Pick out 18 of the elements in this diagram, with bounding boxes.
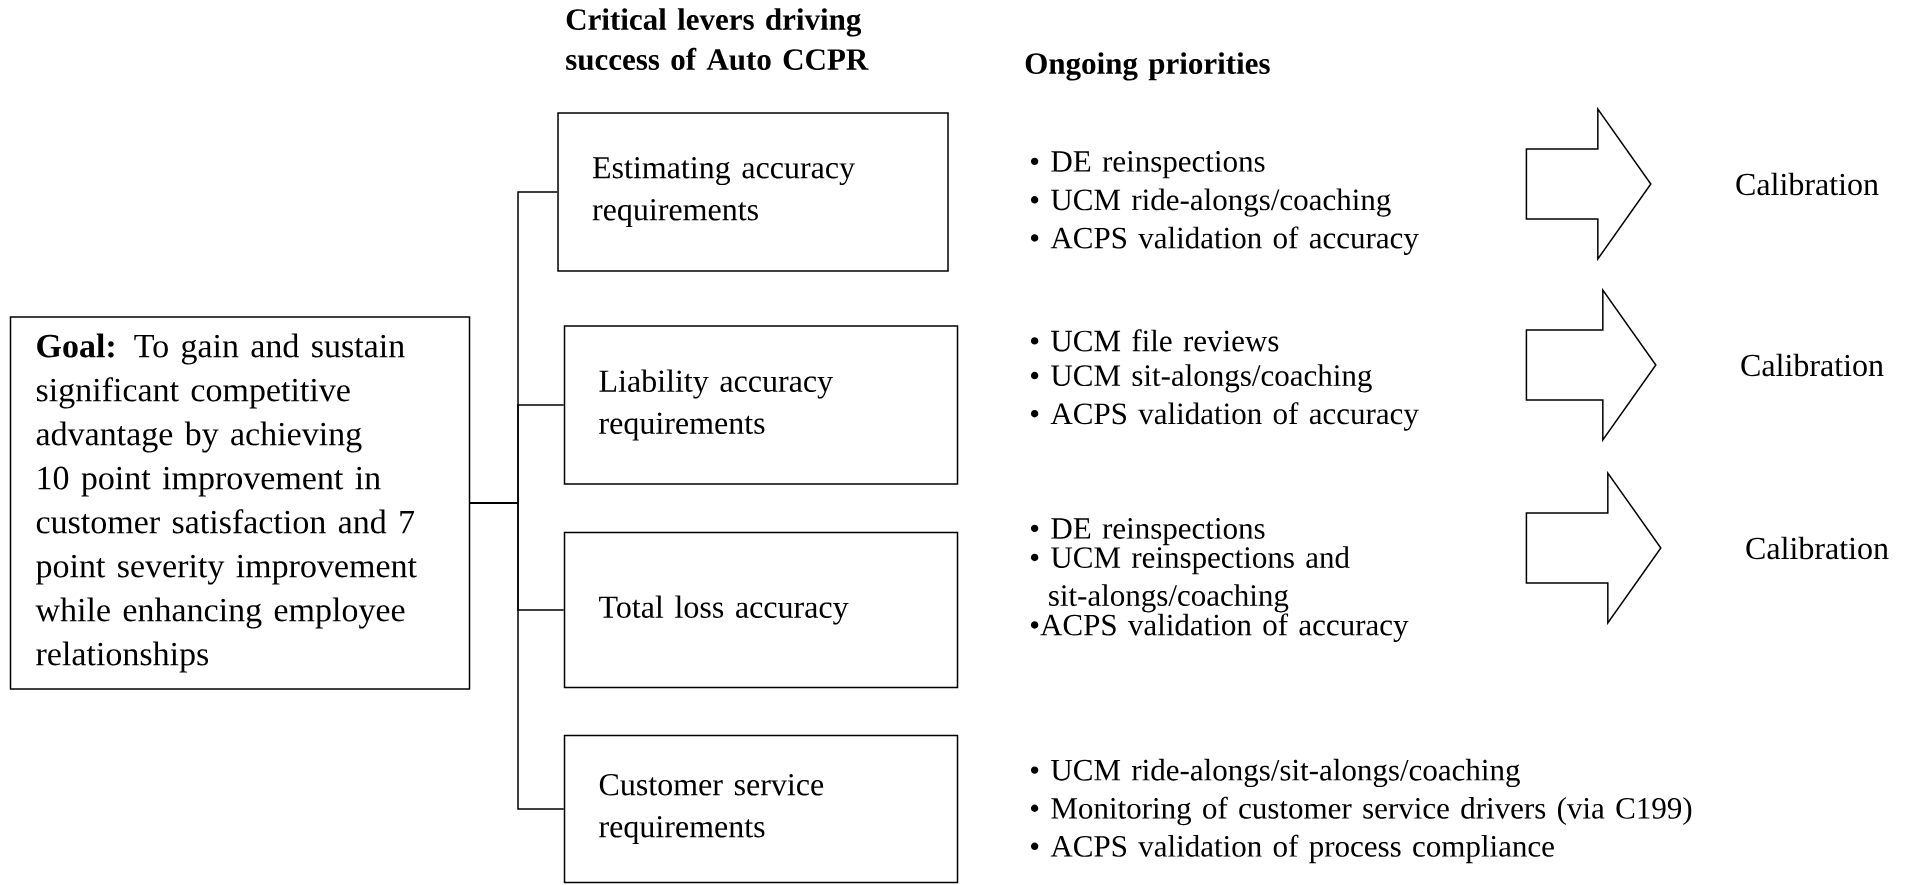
bullet-list: • UCM file reviews • UCM sit-alongs/coaching • ACPS validation of accuracy	[1030, 329, 1419, 431]
bullet-list: • DE reinspections • UCM ride-alongs/coaching • ACPS validation of accuracy	[1030, 151, 1419, 255]
lever-box: Total loss accuracy	[563, 531, 959, 689]
bullet-list: • UCM ride-alongs/sit-alongs/coaching • Monitoring of customer service drivers (via C199) • ACPS validation of process compliance	[1030, 758, 1692, 864]
outcome-label: Calibration	[1746, 536, 1889, 560]
block-arrow	[1525, 106, 1652, 262]
lever-box: Estimating accuracy requirements	[557, 112, 949, 272]
lever-box: Liability accuracy requirements	[563, 325, 959, 485]
column-heading: Ongoing priorities	[1025, 52, 1270, 81]
block-arrow	[1525, 287, 1657, 443]
connector-line	[469, 502, 565, 810]
outcome-label: Calibration	[1736, 172, 1879, 196]
outcome-label: Calibration	[1741, 353, 1884, 377]
lever-box: Customer service requirements	[563, 734, 959, 884]
bullet-list: • DE reinspections • UCM reinspections and sit-alongs/coaching •ACPS validation of accuracy	[1030, 518, 1409, 642]
goal-box: Goal: To gain and sustain significant competitive advantage by achieving 10 point improvement in customer satisfaction and 7 point severity improvement while enhancing employee relationships	[9, 316, 471, 690]
column-heading: Critical levers driving success of Auto CCPR	[566, 8, 869, 71]
block-arrow	[1525, 470, 1662, 626]
